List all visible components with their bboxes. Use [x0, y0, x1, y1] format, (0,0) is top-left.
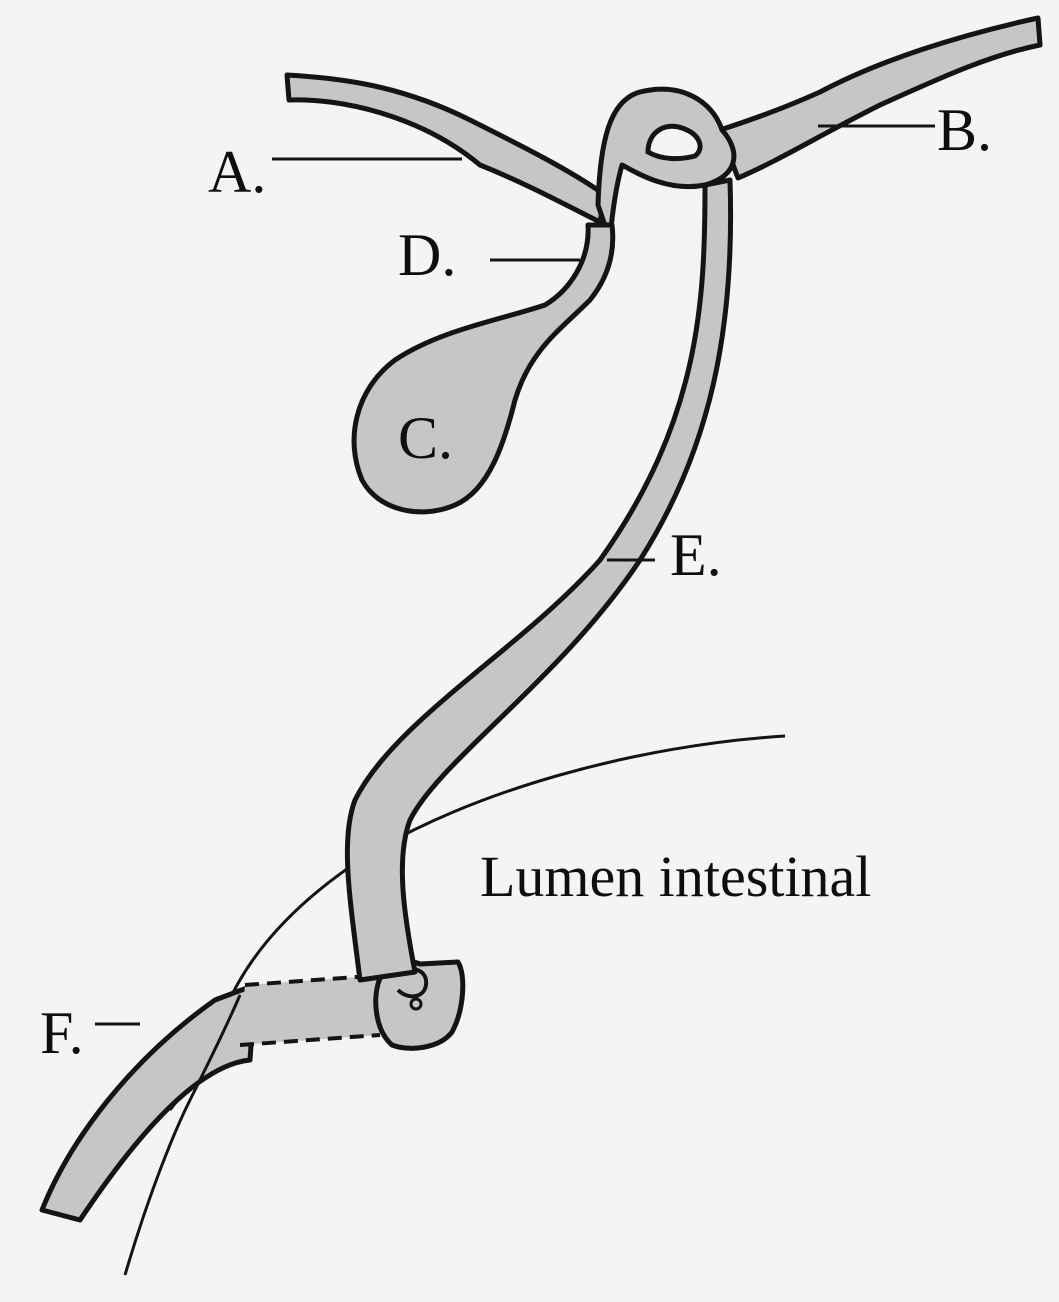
- papilla-orifice: [409, 997, 423, 1011]
- label-d: D.: [398, 222, 457, 288]
- label-c: C.: [398, 405, 454, 471]
- label-a: A.: [208, 139, 267, 205]
- lumen-intestinal-label: Lumen intestinal: [480, 844, 872, 909]
- intramural-duct: [240, 975, 385, 1045]
- intramural-duct-lower-dash: [239, 1033, 381, 1047]
- right-hepatic-duct-b: [717, 15, 1043, 181]
- label-b: B.: [937, 97, 993, 163]
- intestinal-wall-line-lower: [123, 994, 242, 1276]
- intestinal-wall-line-upper: [168, 734, 786, 1111]
- hepatic-loop-inner-hole: [645, 123, 703, 162]
- left-hepatic-duct-a: [284, 72, 608, 225]
- label-f: F.: [40, 1000, 84, 1066]
- common-bile-duct-e: [344, 177, 734, 983]
- label-e: E.: [670, 522, 722, 588]
- gallbladder-c: [351, 222, 616, 515]
- hepatic-duct-loop: [595, 86, 737, 243]
